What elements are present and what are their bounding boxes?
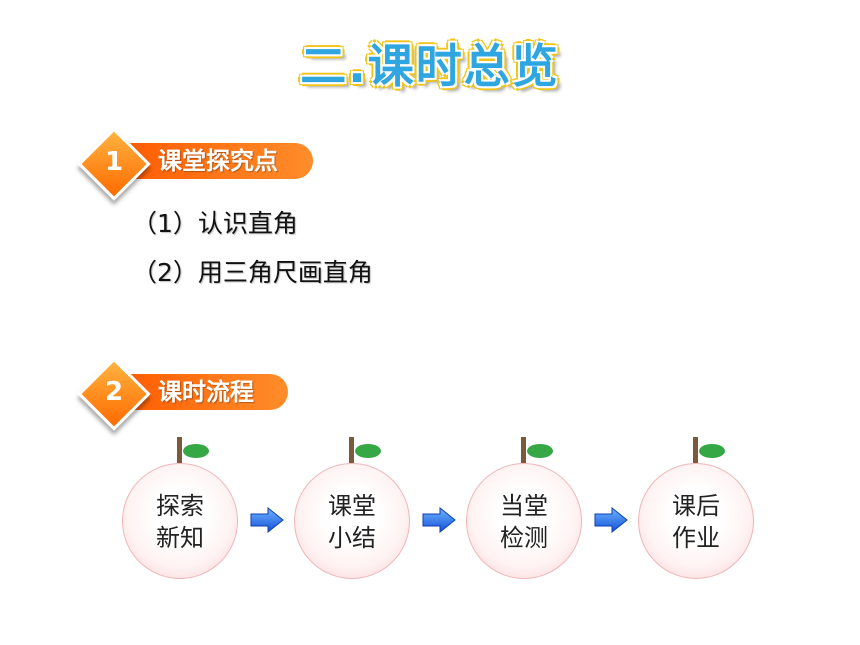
section-bar	[118, 143, 313, 179]
flow-text: 课堂小结	[328, 492, 376, 552]
flow-text: 课后作业	[672, 492, 720, 552]
section-number: 2	[104, 377, 124, 407]
leaf-icon	[183, 444, 209, 458]
arrow-right-icon	[594, 507, 628, 533]
peach-circle: 探索新知	[122, 463, 238, 579]
arrow-right-icon	[422, 507, 456, 533]
peach-circle: 课堂小结	[294, 463, 410, 579]
peach-circle: 当堂检测	[466, 463, 582, 579]
flow-text: 当堂检测	[500, 492, 548, 552]
section-label: 课堂探究点	[158, 147, 278, 175]
page-title: 二.课时总览	[300, 39, 560, 93]
leaf-icon	[699, 444, 725, 458]
flow-text: 探索新知	[156, 492, 204, 552]
section-label: 课时流程	[158, 378, 254, 406]
stem-icon	[693, 437, 698, 463]
arrow-right-icon	[250, 507, 284, 533]
stem-icon	[177, 437, 182, 463]
list-item: （1）认识直角	[132, 209, 298, 238]
leaf-icon	[527, 444, 553, 458]
stem-icon	[349, 437, 354, 463]
list-item: （2）用三角尺画直角	[132, 258, 373, 287]
peach-circle: 课后作业	[638, 463, 754, 579]
section-number: 1	[104, 147, 124, 177]
leaf-icon	[355, 444, 381, 458]
stem-icon	[521, 437, 526, 463]
